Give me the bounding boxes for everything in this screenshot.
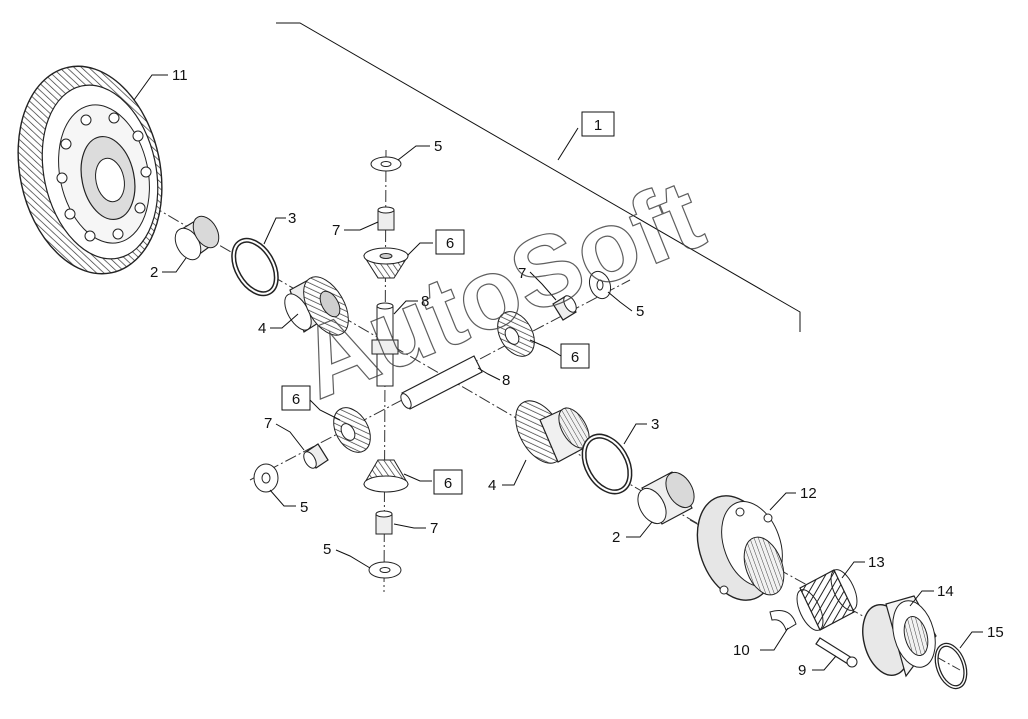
clip-part-10: [769, 610, 797, 631]
callout-labels: 1 11 2 3 4 5 7 6 8 7 5 6 8 6 7 5 6 7 5 4…: [150, 67, 1004, 679]
watermark-text: AutoSoft: [284, 158, 717, 420]
callout-14: 14: [937, 583, 954, 600]
callout-10: 10: [733, 642, 750, 659]
callout-box-6-top: [435, 229, 465, 255]
snap-ring-part-15: [934, 642, 968, 690]
callout-2-upper: 2: [150, 264, 158, 281]
callout-5-top: 5: [434, 138, 442, 155]
bushing-part-7-right: [552, 295, 577, 321]
thrust-washer-part-3-upper: [231, 237, 279, 297]
sliding-clutch-part-14: [862, 595, 937, 678]
callout-7-left: 7: [264, 415, 272, 432]
washer-part-5-right: [588, 270, 612, 300]
assembly-bracket: [276, 22, 801, 332]
callout-2-lower: 2: [612, 529, 620, 546]
cross-shaft-part-8-horizontal: [400, 355, 483, 410]
callout-13: 13: [868, 554, 885, 571]
callout-1: 1: [594, 117, 602, 134]
pinion-gear-part-6-left: [333, 407, 371, 453]
callout-3-lower: 3: [651, 416, 659, 433]
pinion-gear-part-6-right: [497, 311, 535, 357]
callout-6-right: 6: [571, 349, 579, 366]
cross-shaft-part-8-vertical: [371, 302, 399, 387]
ring-gear-part-11: [17, 65, 163, 275]
callout-box-6-left: [281, 385, 311, 411]
callout-11: 11: [172, 67, 188, 84]
lock-collar-part-12: [696, 495, 785, 601]
callout-5-bottom: 5: [323, 541, 331, 558]
callout-box-6-right: [560, 343, 590, 369]
callout-9: 9: [798, 662, 806, 679]
pinion-gear-part-6-top: [363, 247, 409, 279]
callout-3-upper: 3: [288, 210, 296, 227]
bushing-part-2-upper: [174, 215, 220, 261]
side-gear-part-4-lower: [515, 400, 590, 464]
callout-box-6-bottom: [433, 469, 463, 495]
callout-6-top: 6: [446, 235, 454, 252]
callout-12: 12: [800, 485, 817, 502]
callout-7-top: 7: [332, 222, 340, 239]
pin-part-9: [815, 637, 858, 668]
washer-part-5-top: [370, 156, 402, 172]
callout-5-left: 5: [300, 499, 308, 516]
pinion-gear-part-6-bottom: [363, 459, 409, 493]
washer-part-5-left: [253, 463, 279, 493]
spring-part-13: [796, 569, 858, 631]
bushing-part-2-lower: [637, 471, 695, 525]
callout-4-lower: 4: [488, 477, 496, 494]
callout-15: 15: [987, 624, 1004, 641]
bushing-part-7-left: [303, 443, 329, 469]
leader-lines: [133, 74, 983, 671]
callout-5-right: 5: [636, 303, 644, 320]
callout-7-bottom: 7: [430, 520, 438, 537]
thrust-washer-part-3-lower: [581, 433, 633, 495]
bushing-part-7-top: [377, 206, 395, 231]
callout-4-upper: 4: [258, 320, 266, 337]
callout-8-vertical: 8: [421, 293, 429, 310]
callout-8-horizontal: 8: [502, 372, 510, 389]
callout-box-1: [581, 111, 615, 137]
bushing-part-7-bottom: [375, 510, 393, 535]
callout-6-left: 6: [292, 391, 300, 408]
callout-7-right: 7: [518, 265, 526, 282]
side-gear-part-4-upper: [284, 276, 349, 336]
washer-part-5-bottom: [368, 561, 402, 579]
callout-6-bottom: 6: [444, 475, 452, 492]
